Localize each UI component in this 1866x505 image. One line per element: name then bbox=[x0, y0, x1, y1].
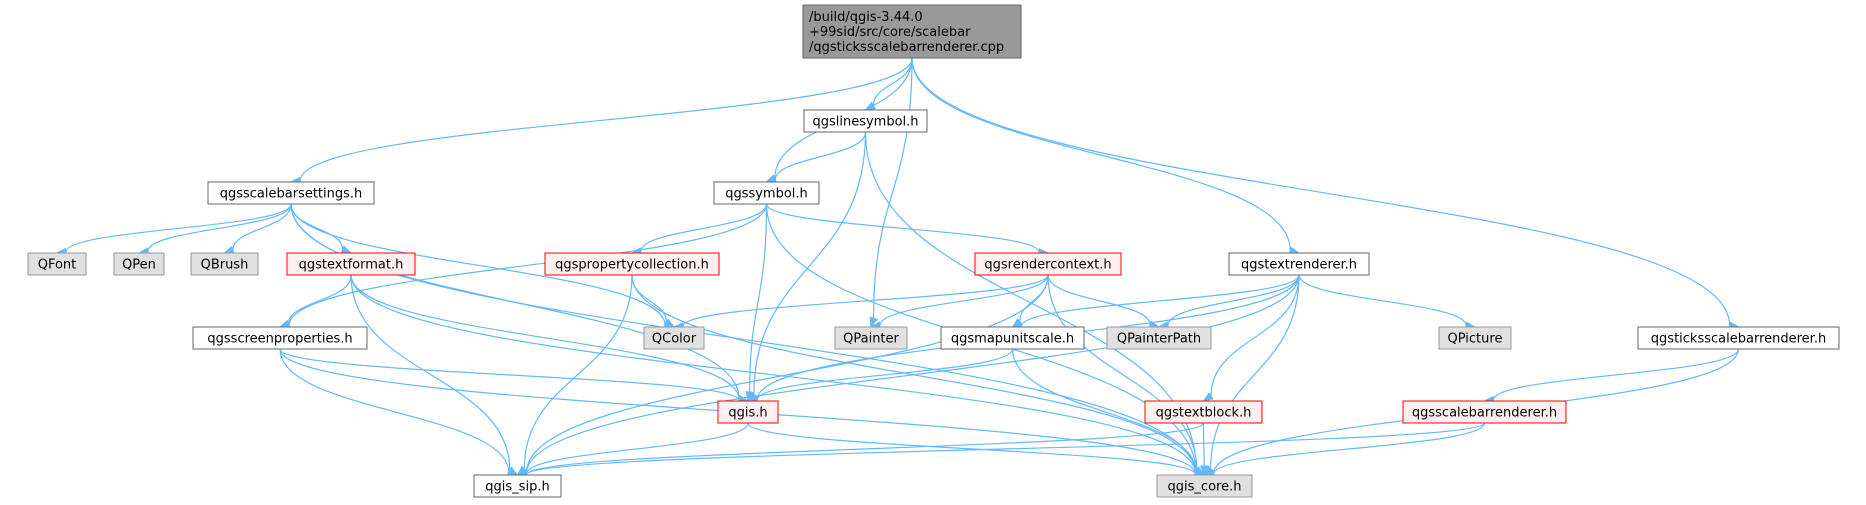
edge-qgsscalebarsettings-to-qpen bbox=[137, 203, 292, 256]
node-qgis_sip[interactable]: qgis_sip.h bbox=[473, 474, 562, 498]
node-box bbox=[1106, 326, 1212, 350]
node-box bbox=[1228, 252, 1370, 276]
node-label: qgslinesymbol.h bbox=[812, 115, 918, 130]
node-box bbox=[802, 4, 1022, 59]
edge-root-to-qgstextrenderer bbox=[911, 57, 1301, 255]
node-label: QColor bbox=[652, 332, 697, 347]
edge-qgsscalebarsettings-to-qfont bbox=[55, 203, 292, 257]
node-label: qgspropertycollection.h bbox=[555, 258, 709, 273]
edge-qgsticksscalebarrenderer-to-qgsscalebarrenderer bbox=[1483, 348, 1740, 405]
arrowhead bbox=[663, 318, 676, 328]
node-qgslinesymbol[interactable]: qgslinesymbol.h bbox=[803, 109, 928, 133]
node-qcolor: QColor bbox=[643, 326, 705, 350]
edge-qgspropertycollection-to-qgis_sip bbox=[516, 274, 633, 476]
edge-qgsscalebarsettings-to-qgstextformat bbox=[290, 203, 353, 254]
node-label: qgis.h bbox=[728, 406, 767, 421]
node-label: qgstextformat.h bbox=[299, 258, 404, 273]
node-label: qgsticksscalebarrenderer.h bbox=[1651, 332, 1826, 347]
node-qgsscalebarsettings[interactable]: qgsscalebarsettings.h bbox=[207, 181, 375, 205]
node-qgsmapunitscale[interactable]: qgsmapunitscale.h bbox=[940, 326, 1085, 350]
node-qpicture: QPicture bbox=[1438, 326, 1512, 350]
node-qgstextformat[interactable]: qgstextformat.h bbox=[286, 252, 416, 276]
edge-qgstextrenderer-to-qgstextblock bbox=[1202, 274, 1300, 402]
node-box bbox=[544, 252, 720, 276]
node-qgsticksscalebarrenderer[interactable]: qgsticksscalebarrenderer.h bbox=[1637, 326, 1840, 350]
node-box bbox=[286, 252, 416, 276]
node-qgsrendercontext[interactable]: qgsrendercontext.h bbox=[974, 252, 1122, 276]
edge-qgslinesymbol-to-qgis bbox=[747, 131, 867, 403]
node-label: QPen bbox=[122, 258, 156, 273]
node-label: qgsscalebarsettings.h bbox=[220, 187, 363, 202]
node-box bbox=[1156, 474, 1253, 498]
edge-qgstextrenderer-to-qgis_core bbox=[1203, 274, 1300, 477]
node-qgssymbol[interactable]: qgssymbol.h bbox=[713, 181, 820, 205]
arrowhead bbox=[1202, 392, 1214, 402]
node-label: qgsscalebarrenderer.h bbox=[1412, 406, 1557, 421]
node-box bbox=[1402, 400, 1567, 424]
edge-qgsscalebarsettings-to-qbrush bbox=[223, 203, 292, 254]
node-qgsscreenproperties[interactable]: qgsscreenproperties.h bbox=[192, 326, 368, 350]
node-box bbox=[643, 326, 705, 350]
nodes-layer: /build/qgis-3.44.0+99sid/src/core/scaleb… bbox=[27, 4, 1840, 498]
arrowhead bbox=[1199, 465, 1209, 477]
node-box bbox=[473, 474, 562, 498]
node-label: QBrush bbox=[201, 258, 249, 273]
node-box bbox=[1438, 326, 1512, 350]
node-label: qgsscreenproperties.h bbox=[207, 332, 352, 347]
node-box bbox=[207, 181, 375, 205]
node-box bbox=[1637, 326, 1840, 350]
node-label: /build/qgis-3.44.0 bbox=[809, 10, 923, 25]
node-qgis_core: qgis_core.h bbox=[1156, 474, 1253, 498]
node-label: qgstextblock.h bbox=[1156, 406, 1252, 421]
node-box bbox=[27, 252, 87, 276]
node-qgstextblock[interactable]: qgstextblock.h bbox=[1144, 400, 1263, 424]
node-root[interactable]: /build/qgis-3.44.0+99sid/src/core/scaleb… bbox=[802, 4, 1022, 59]
node-box bbox=[940, 326, 1085, 350]
node-label: qgssymbol.h bbox=[725, 187, 808, 202]
node-label: qgis_core.h bbox=[1168, 480, 1242, 495]
node-box bbox=[713, 181, 820, 205]
edge-root-to-qgsticksscalebarrenderer bbox=[911, 57, 1740, 330]
node-label: qgis_sip.h bbox=[485, 480, 549, 495]
node-label: qgstextrenderer.h bbox=[1241, 258, 1357, 273]
edge-root-to-qpainter bbox=[869, 57, 913, 329]
edge-qgstextblock-to-qgis_core bbox=[1199, 422, 1209, 477]
node-qfont: QFont bbox=[27, 252, 87, 276]
edge-qgsrendercontext-to-qpainter bbox=[869, 274, 1049, 330]
edge-qgstextformat-to-qgis_sip bbox=[350, 274, 519, 476]
node-label: qgsmapunitscale.h bbox=[951, 332, 1074, 347]
node-box bbox=[834, 326, 908, 350]
edge-root-to-qgslinesymbol bbox=[864, 57, 913, 111]
node-label: QPainter bbox=[843, 332, 899, 347]
node-label: QPicture bbox=[1448, 332, 1503, 347]
node-qgis[interactable]: qgis.h bbox=[717, 400, 779, 424]
edge-qgssymbol-to-qgsrendercontext bbox=[765, 203, 1050, 257]
edge-qgsrendercontext-to-qcolor bbox=[672, 274, 1049, 331]
node-qbrush: QBrush bbox=[190, 252, 259, 276]
node-box bbox=[717, 400, 779, 424]
node-box bbox=[113, 252, 165, 276]
arrowhead bbox=[869, 316, 878, 329]
node-qpen: QPen bbox=[113, 252, 165, 276]
node-box bbox=[192, 326, 368, 350]
node-label: QFont bbox=[38, 258, 77, 273]
edge-qgis-to-qgis_sip bbox=[516, 422, 749, 479]
node-box bbox=[190, 252, 259, 276]
node-qgsscalebarrenderer[interactable]: qgsscalebarrenderer.h bbox=[1402, 400, 1567, 424]
edge-qgslinesymbol-to-qgis_core bbox=[864, 131, 1206, 476]
edges-layer bbox=[55, 57, 1740, 479]
node-qgspropertycollection[interactable]: qgspropertycollection.h bbox=[544, 252, 720, 276]
node-box bbox=[1144, 400, 1263, 424]
node-box bbox=[803, 109, 928, 133]
node-label: QPainterPath bbox=[1117, 332, 1201, 347]
node-label: /qgsticksscalebarrenderer.cpp bbox=[809, 40, 1004, 55]
node-qpainter: QPainter bbox=[834, 326, 908, 350]
node-qpainterpath: QPainterPath bbox=[1106, 326, 1212, 350]
node-box bbox=[974, 252, 1122, 276]
node-label: qgsrendercontext.h bbox=[984, 258, 1111, 273]
node-label: +99sid/src/core/scalebar bbox=[809, 25, 971, 40]
node-qgstextrenderer[interactable]: qgstextrenderer.h bbox=[1228, 252, 1370, 276]
edge-qgstextrenderer-to-qpicture bbox=[1298, 274, 1477, 330]
